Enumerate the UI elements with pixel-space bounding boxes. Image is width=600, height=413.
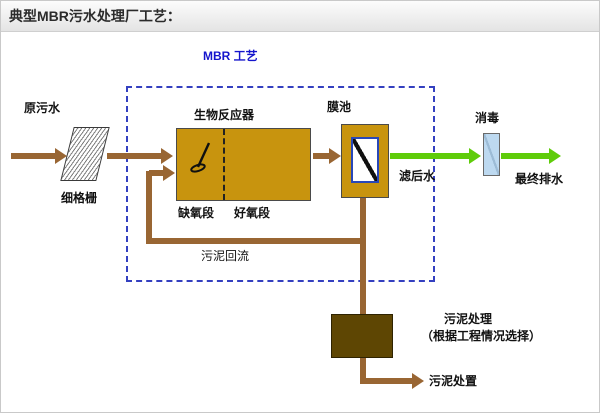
raw-water-arrowhead	[55, 148, 67, 164]
screen-to-bioreactor-arrowhead	[161, 148, 173, 164]
membrane-tank	[341, 124, 389, 198]
sludge-disposal-arrowhead	[412, 373, 424, 389]
sludge-return-horizontal-line	[146, 238, 363, 244]
screen-to-bioreactor-line	[107, 153, 161, 159]
anoxic-label: 缺氧段	[178, 206, 215, 220]
aerobic-label: 好氧段	[234, 206, 271, 220]
mbr-zone-label: MBR 工艺	[203, 49, 258, 63]
filtered-water-label: 滤后水	[399, 169, 436, 183]
page-title: 典型MBR污水处理厂工艺：	[9, 8, 181, 24]
final-discharge-arrowhead	[549, 148, 561, 164]
raw-water-label: 原污水	[24, 101, 61, 115]
fine-screen-shape	[60, 127, 110, 181]
header-bar: 典型MBR污水处理厂工艺：	[1, 1, 599, 32]
disinfection-unit	[483, 133, 500, 176]
fine-screen-label: 细格栅	[61, 191, 98, 205]
sludge-return-arrowhead	[163, 165, 175, 181]
filtered-water-line	[390, 153, 469, 159]
sludge-disposal-line	[360, 378, 412, 384]
sludge-treatment-note: （根据工程情况选择）	[421, 329, 542, 343]
bioreactor-to-membrane-arrowhead	[329, 148, 341, 164]
bioreactor-label: 生物反应器	[194, 108, 255, 122]
final-discharge-line	[501, 153, 549, 159]
sludge-treatment-unit	[331, 314, 393, 358]
bioreactor-tank	[176, 128, 311, 201]
bioreactor-to-membrane-line	[313, 153, 329, 159]
disinfection-label: 消毒	[475, 111, 500, 125]
filtered-water-arrowhead	[469, 148, 481, 164]
sludge-return-label: 污泥回流	[201, 249, 250, 263]
sludge-treatment-label: 污泥处理	[444, 312, 493, 326]
sludge-return-inlet-line	[149, 170, 163, 176]
sludge-box-down-line	[360, 358, 366, 384]
sludge-return-vertical-line	[146, 171, 152, 244]
mbr-zone-boundary	[126, 86, 435, 282]
raw-water-line	[11, 153, 55, 159]
membrane-to-sludge-line	[360, 198, 366, 314]
final-discharge-label: 最终排水	[515, 172, 564, 186]
anoxic-aerobic-divider	[223, 129, 225, 200]
sludge-disposal-label: 污泥处置	[429, 374, 478, 388]
membrane-tank-label: 膜池	[327, 100, 352, 114]
mixer-icon	[190, 142, 211, 173]
membrane-module-icon	[351, 137, 379, 183]
